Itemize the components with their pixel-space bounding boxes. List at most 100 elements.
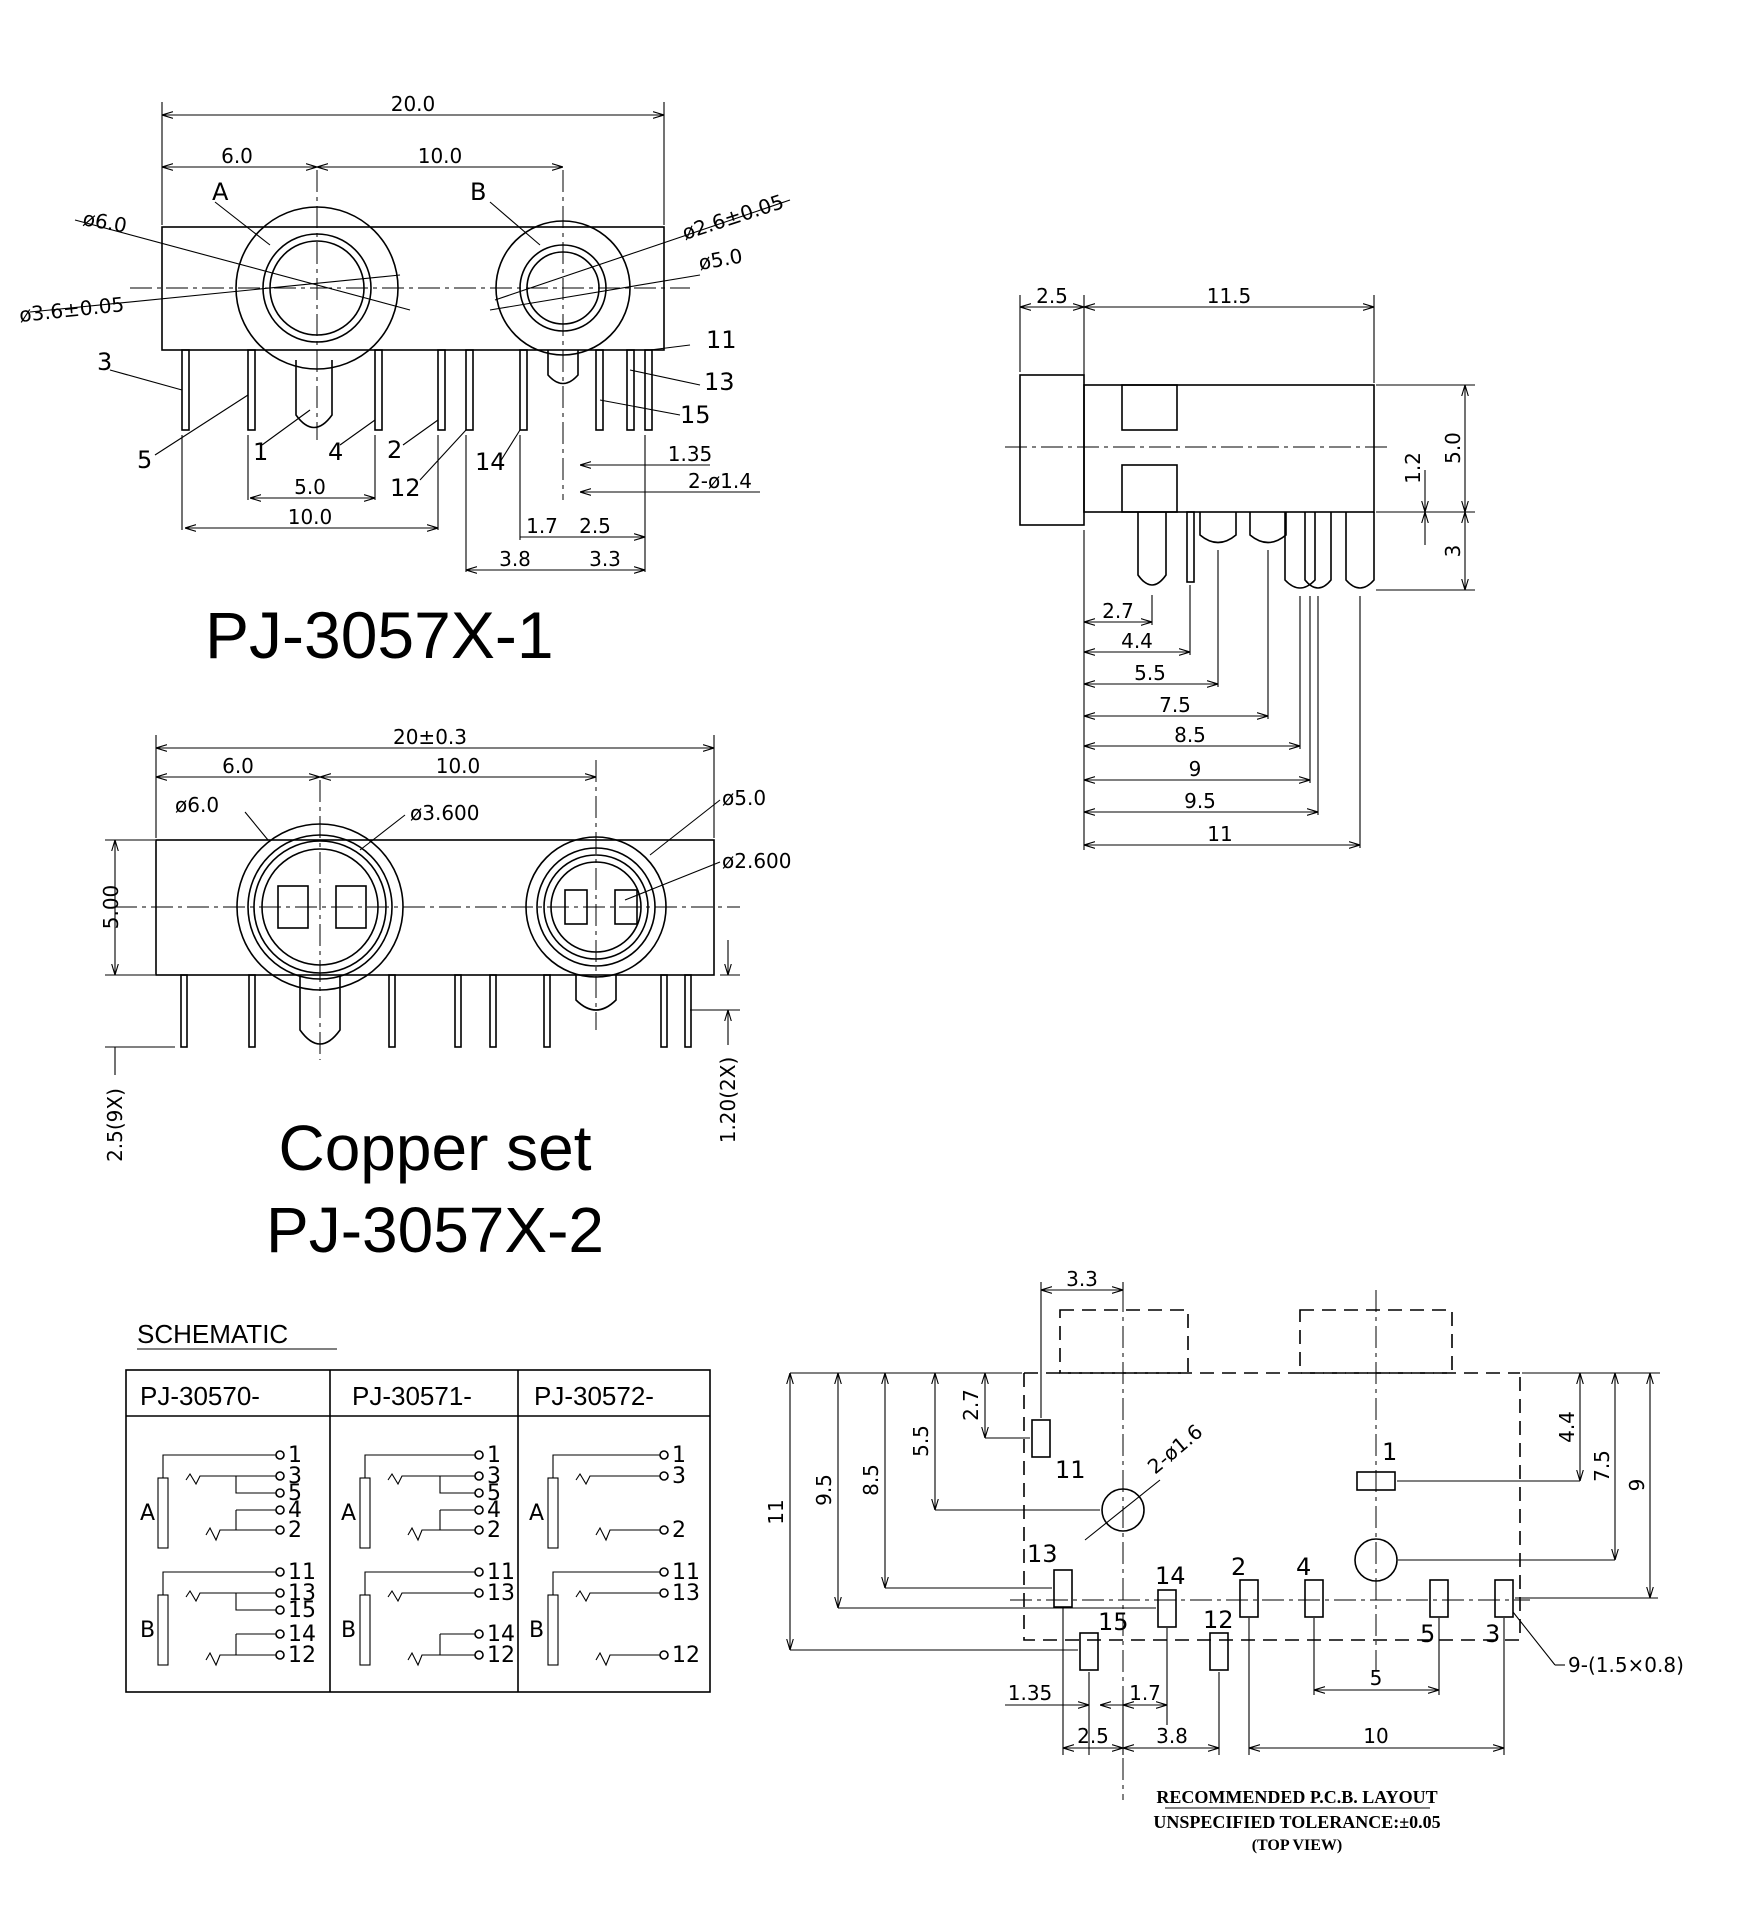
schematic: SCHEMATIC PJ-30570- PJ-30571- PJ-30572- [125, 1319, 711, 1693]
dim-3-8: 3.8 [499, 547, 531, 571]
sch3-pin-12: 12 [672, 1643, 700, 1668]
pcb-pin-1: 1 [1382, 1438, 1397, 1466]
dim-7-5: 7.5 [1159, 693, 1191, 717]
pcb-dim-2-7: 2.7 [959, 1389, 983, 1421]
sch2-pin-2: 2 [487, 1518, 501, 1543]
schematic-jack-a-3: A [529, 1501, 544, 1526]
pcb-dim-5: 5 [1370, 1666, 1383, 1690]
sch1-pin-1: 1 [288, 1443, 302, 1468]
pcb-dim-1-35: 1.35 [1008, 1681, 1053, 1705]
dim-jack-b-outer-2: ø5.0 [722, 786, 766, 810]
title-pj-3057x-1: PJ-3057X-1 [205, 598, 554, 672]
pcb-pin-11: 11 [1055, 1456, 1086, 1484]
pcb-dim-holes: 2-ø1.6 [1143, 1419, 1207, 1479]
dim-pitch-5: 5.0 [294, 475, 326, 499]
dim-9-5: 9.5 [1184, 789, 1216, 813]
sch2-pin-14: 14 [487, 1622, 515, 1647]
dim-9: 9 [1189, 757, 1202, 781]
pcb-dim-4-4: 4.4 [1555, 1411, 1579, 1443]
pin-label-13: 13 [704, 368, 735, 396]
pcb-dim-8-5: 8.5 [859, 1464, 883, 1496]
pin-label-4: 4 [328, 438, 343, 466]
schematic-jack-a-2: A [341, 1501, 356, 1526]
dim-jack-a-hole-2: ø3.600 [410, 801, 480, 825]
front-view-pj-3057x-1: 20.0 6.0 10.0 ø6.0 ø3.6±0.05 ø2.6±0.05 ø… [18, 92, 791, 572]
pin-label-15: 15 [680, 401, 711, 429]
sch1-pin-11: 11 [288, 1560, 316, 1585]
pcb-dim-10: 10 [1363, 1724, 1388, 1748]
sch1-pin-4: 4 [288, 1498, 302, 1523]
pin-label-3: 3 [97, 348, 112, 376]
pcb-note-tolerance: UNSPECIFIED TOLERANCE:±0.05 [1153, 1812, 1440, 1832]
schematic-jack-b-2: B [341, 1618, 356, 1643]
pcb-dim-1-7: 1.7 [1129, 1681, 1161, 1705]
sch2-pin-3: 3 [487, 1464, 501, 1489]
label-jack-b: B [470, 178, 486, 206]
sch2-pin-5: 5 [487, 1481, 501, 1506]
sch1-pin-14: 14 [288, 1622, 316, 1647]
dim-jack-b-hole-2: ø2.600 [722, 849, 792, 873]
pcb-dim-9: 9 [1625, 1479, 1649, 1492]
dim-front-2-5: 2.5 [1036, 284, 1068, 308]
pcb-dim-3-3: 3.3 [1066, 1267, 1098, 1291]
dim-length-11-5: 11.5 [1207, 284, 1252, 308]
dim-jack-b-hole: ø2.6±0.05 [679, 189, 787, 244]
pin-label-5: 5 [137, 446, 152, 474]
pcb-layout: 3.3 2.7 5.5 8.5 9.5 11 4.4 7.5 9 2-ø1.6 … [764, 1267, 1684, 1854]
dim-4-4: 4.4 [1121, 629, 1153, 653]
pcb-pin-13: 13 [1027, 1540, 1058, 1568]
pcb-dim-9-5: 9.5 [812, 1474, 836, 1506]
sch2-pin-12: 12 [487, 1643, 515, 1668]
pcb-note-top-view: (TOP VIEW) [1252, 1837, 1343, 1854]
sch2-pin-11: 11 [487, 1560, 515, 1585]
dim-left-offset: 6.0 [221, 144, 253, 168]
pcb-pin-5: 5 [1420, 1620, 1435, 1648]
schematic-jack-b-3: B [529, 1618, 544, 1643]
sch3-pin-3: 3 [672, 1464, 686, 1489]
dim-2-5: 2.5 [579, 514, 611, 538]
title-copper-set: Copper set [278, 1112, 591, 1184]
dim-jack-spacing: 10.0 [418, 144, 463, 168]
sch3-pin-2: 2 [672, 1518, 686, 1543]
label-jack-a: A [212, 178, 229, 206]
dim-jack-spacing-2: 10.0 [436, 754, 481, 778]
pin-label-1: 1 [253, 438, 268, 466]
title-pj-3057x-2: PJ-3057X-2 [266, 1194, 604, 1266]
sch1-pin-5: 5 [288, 1481, 302, 1506]
sch2-pin-13: 13 [487, 1581, 515, 1606]
dim-height-5-0: 5.0 [1441, 432, 1465, 464]
sch2-pin-4: 4 [487, 1498, 501, 1523]
pin-label-11: 11 [706, 326, 737, 354]
pcb-dim-3-8: 3.8 [1156, 1724, 1188, 1748]
dim-3-3: 3.3 [589, 547, 621, 571]
sch2-pin-1: 1 [487, 1443, 501, 1468]
pcb-pin-15: 15 [1098, 1608, 1129, 1636]
dim-2-7: 2.7 [1102, 599, 1134, 623]
schematic-col-pj-30570: PJ-30570- [140, 1381, 260, 1411]
dim-jack-a-hole: ø3.6±0.05 [18, 292, 125, 327]
pcb-pin-3: 3 [1485, 1620, 1500, 1648]
pin-label-2: 2 [387, 436, 402, 464]
dim-5-5: 5.5 [1134, 661, 1166, 685]
dim-pins-2x: 1.20(2X) [716, 1057, 740, 1144]
dim-pins-9x: 2.5(9X) [103, 1088, 127, 1162]
dim-8-5: 8.5 [1174, 723, 1206, 747]
schematic-jack-a-1: A [140, 1501, 155, 1526]
side-view: 2.5 11.5 5.0 1.2 3 2.7 4.4 5.5 7.5 8.5 9… [1005, 284, 1475, 850]
pcb-pin-2: 2 [1231, 1553, 1246, 1581]
sch1-pin-3: 3 [288, 1464, 302, 1489]
dim-overall-width-tol: 20±0.3 [393, 725, 467, 749]
pcb-dim-5-5: 5.5 [909, 1425, 933, 1457]
sch3-pin-11: 11 [672, 1560, 700, 1585]
dim-pin-3: 3 [1441, 545, 1465, 558]
dim-jack-a-outer: ø6.0 [81, 206, 129, 237]
pcb-dim-pads: 9-(1.5×0.8) [1568, 1653, 1684, 1677]
schematic-title: SCHEMATIC [137, 1319, 288, 1349]
dim-2-holes: 2-ø1.4 [688, 469, 752, 493]
pcb-pin-12: 12 [1203, 1606, 1234, 1634]
dim-left-offset-2: 6.0 [222, 754, 254, 778]
dim-height-5-00: 5.00 [99, 885, 123, 930]
sch1-pin-15: 15 [288, 1598, 316, 1623]
sch3-pin-1: 1 [672, 1443, 686, 1468]
